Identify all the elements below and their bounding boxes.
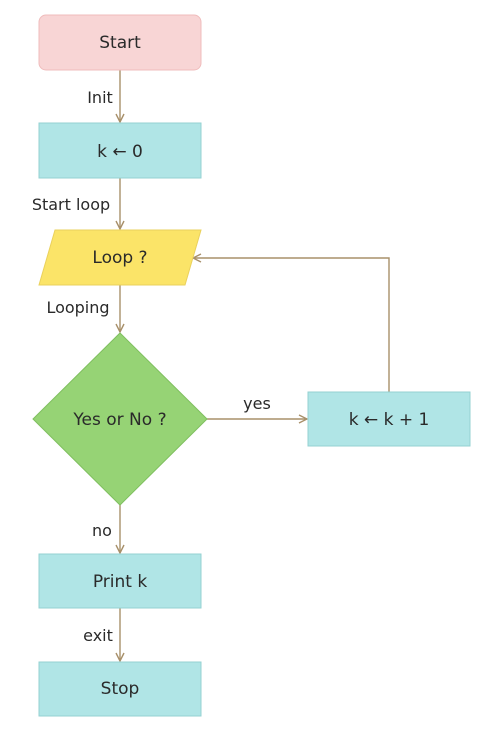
node-loop: Loop ? [38, 229, 202, 286]
node-print: Print k [38, 553, 202, 609]
node-print-shape [38, 553, 202, 609]
node-increment: k ← k + 1 [307, 391, 471, 447]
edge-label-no: no [92, 521, 112, 540]
node-increment-label: k ← k + 1 [349, 410, 430, 430]
node-decision-label: Yes or No ? [72, 410, 166, 430]
node-init-shape [38, 122, 202, 179]
edge-increment-to-loop [193, 258, 390, 392]
node-loop-label: Loop ? [92, 248, 147, 268]
node-stop-shape [38, 661, 202, 717]
node-start: Start [38, 14, 202, 71]
edge-label-yes: yes [243, 394, 271, 413]
node-start-label: Start [99, 33, 141, 53]
node-increment-shape [307, 391, 471, 447]
edge-labels: Init Start loop Looping yes no exit [32, 88, 271, 645]
node-stop-label: Stop [101, 679, 140, 699]
node-start-shape [38, 14, 202, 71]
edge-label-looping: Looping [46, 298, 109, 317]
node-decision: Yes or No ? [32, 332, 208, 506]
edge-label-exit: exit [83, 626, 113, 645]
edge-label-init: Init [87, 88, 113, 107]
node-loop-shape [38, 229, 202, 286]
node-stop: Stop [38, 661, 202, 717]
node-init: k ← 0 [38, 122, 202, 179]
edges [120, 70, 390, 661]
node-print-label: Print k [93, 572, 148, 592]
node-init-label: k ← 0 [97, 142, 143, 162]
node-decision-shape [32, 332, 208, 506]
edge-label-start-loop: Start loop [32, 195, 110, 214]
